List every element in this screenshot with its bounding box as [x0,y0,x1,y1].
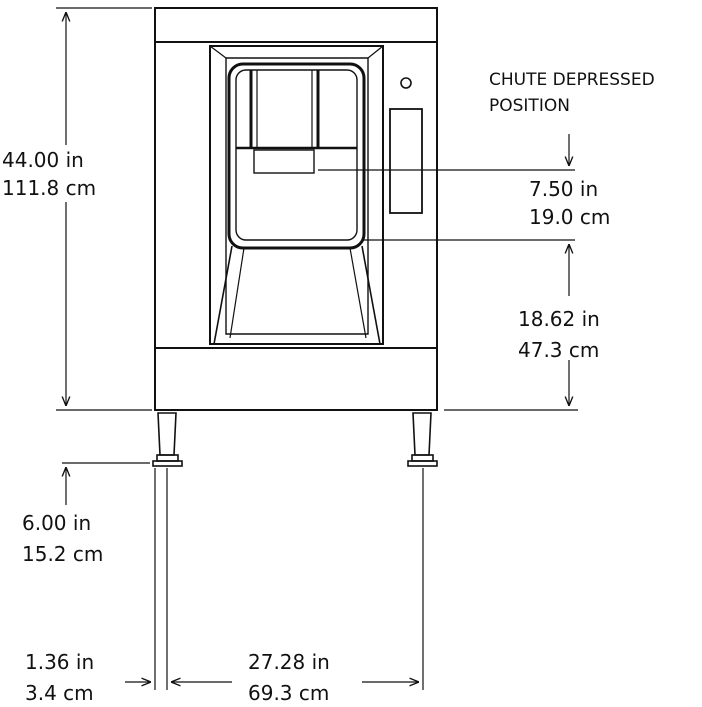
control-panel [389,108,423,214]
leg-offset-in-label: 1.36 in [25,650,94,674]
base-to-chute-dimension [444,244,578,411]
leg-height-in-label: 6.00 in [22,511,91,535]
left-leg [152,412,183,467]
overall-height-dimension [56,7,152,411]
chute-height-in-label: 7.50 in [529,177,598,201]
right-leg [407,412,438,467]
indicator-light [400,77,412,89]
window-frame [227,62,366,250]
overall-height-in-label: 44.00 in [2,148,84,172]
chute-height-dimension [318,134,575,241]
front-door [209,45,384,345]
dispense-window [227,62,366,250]
chute-height-cm-label: 19.0 cm [529,205,610,229]
door-outline [209,45,384,345]
leg-height-cm-label: 15.2 cm [22,542,103,566]
cabinet [154,7,438,411]
overall-height-cm-label: 111.8 cm [2,176,96,200]
chute-position-label-line1: CHUTE DEPRESSED [489,70,655,90]
leg-spacing-cm-label: 69.3 cm [248,681,329,705]
leg-spacing-in-label: 27.28 in [248,650,330,674]
leg-extension-lines [154,468,424,690]
base-to-chute-cm-label: 47.3 cm [518,338,599,362]
cabinet-outline [154,7,438,411]
legs [152,412,438,467]
door-inner-bevel [225,57,369,335]
chute-lever [253,149,315,174]
leg-height-dimension [62,462,150,505]
window-inner [235,69,358,241]
chute-position-label-line2: POSITION [489,96,570,116]
controls [389,77,423,214]
base-to-chute-in-label: 18.62 in [518,307,600,331]
leg-offset-cm-label: 3.4 cm [25,681,94,705]
